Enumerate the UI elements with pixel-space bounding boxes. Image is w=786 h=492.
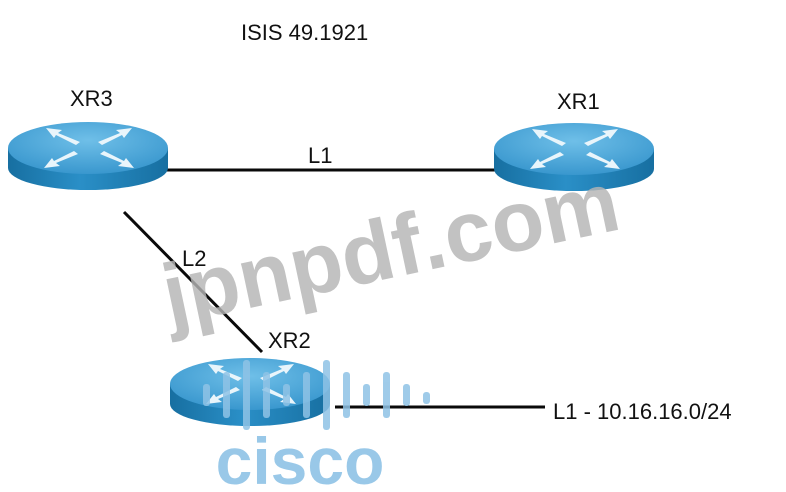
link-xr3-xr2 xyxy=(122,210,264,354)
cisco-logo-watermark xyxy=(203,360,430,430)
router-label-xr2: XR2 xyxy=(268,328,311,353)
router-label-xr3: XR3 xyxy=(70,86,113,111)
site-watermark: jpnpdf.com xyxy=(152,153,627,344)
link-label-xr3-xr2: L2 xyxy=(182,246,207,271)
link-label-xr3-xr1: L1 xyxy=(308,143,333,168)
router-icon-xr3 xyxy=(8,122,168,190)
cisco-logo-text: cisco xyxy=(216,424,385,492)
link-label-xr2-stub: L1 - 10.16.16.0/24 xyxy=(553,399,732,424)
router-label-xr1: XR1 xyxy=(557,89,600,114)
isis-area-title: ISIS 49.1921 xyxy=(241,20,369,45)
